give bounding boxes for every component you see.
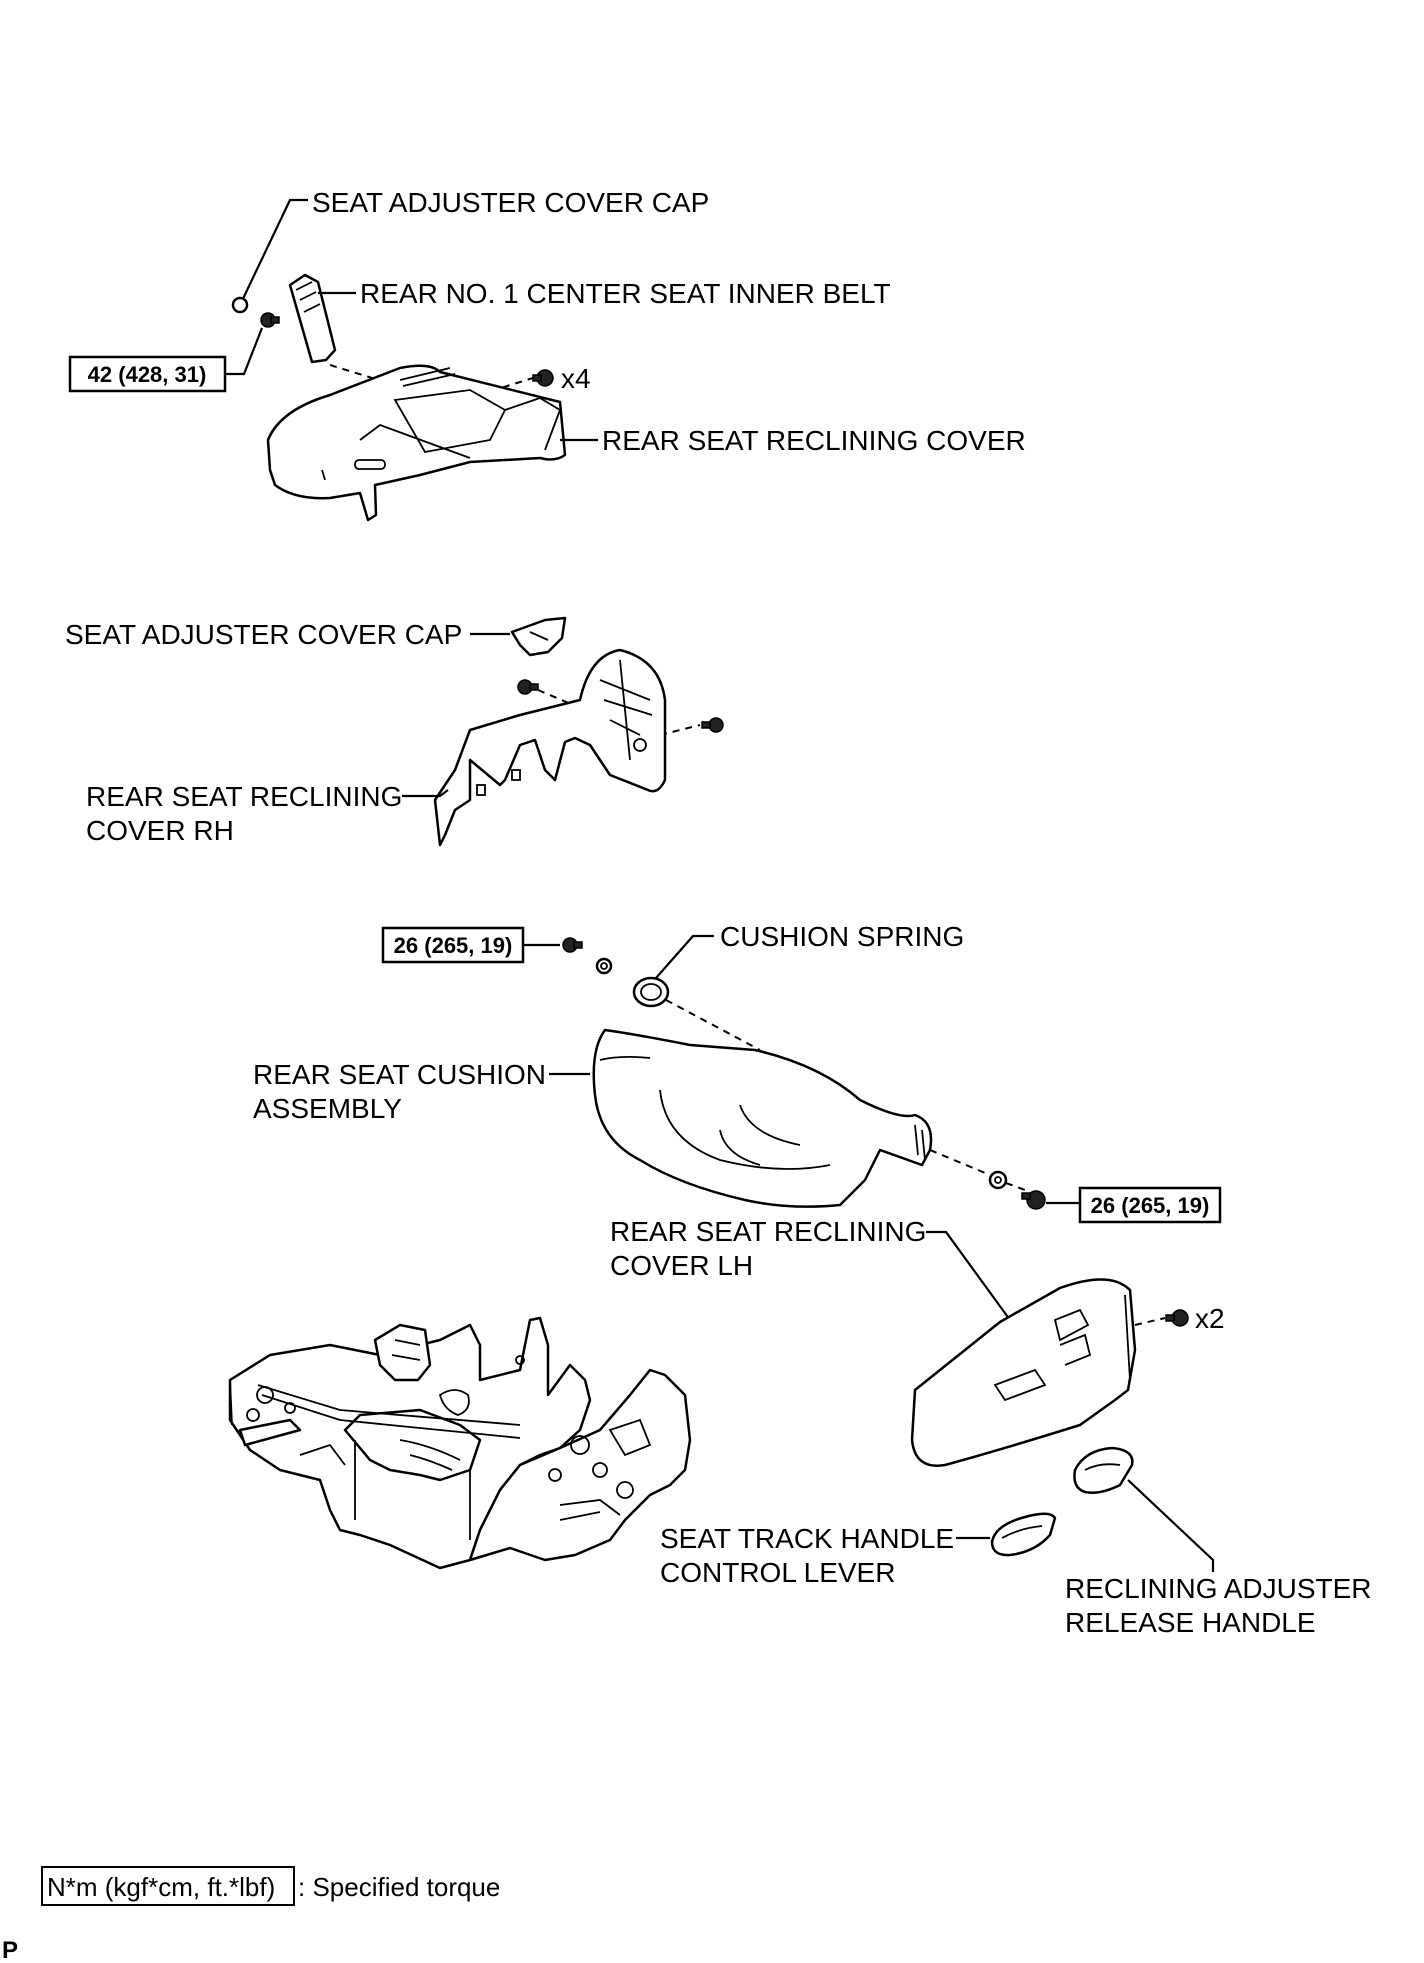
lh-bolts-quantity: x2 bbox=[1195, 1303, 1225, 1334]
rear-seat-reclining-cover-lh-part bbox=[910, 1278, 1137, 1467]
reclining-adjuster-release-handle-callout: RECLINING ADJUSTER RELEASE HANDLE bbox=[1065, 1479, 1372, 1638]
seat-adjuster-cover-cap-top-part bbox=[231, 296, 249, 314]
cushion-spring-label: CUSHION SPRING bbox=[720, 921, 964, 952]
rear-seat-reclining-cover-part bbox=[266, 364, 567, 522]
rh-cover-bolt-right-icon bbox=[701, 717, 724, 733]
torque-box-cushion-left: 26 (265, 19) bbox=[381, 926, 560, 964]
torque-cushion-right-value: 26 (265, 19) bbox=[1091, 1193, 1210, 1218]
torque-top-value: 42 (428, 31) bbox=[88, 362, 207, 387]
seat-track-handle-control-lever-label-line1: SEAT TRACK HANDLE bbox=[660, 1523, 954, 1554]
legend-unit-text: N*m (kgf*cm, ft.*lbf) bbox=[47, 1872, 275, 1902]
rear-seat-cushion-assembly-callout: REAR SEAT CUSHION ASSEMBLY bbox=[253, 1059, 590, 1124]
x4-bolt-icon bbox=[532, 369, 554, 387]
seat-track-handle-control-lever-label-line2: CONTROL LEVER bbox=[660, 1557, 895, 1588]
reclining-adjuster-release-handle-label-line1: RECLINING ADJUSTER bbox=[1065, 1573, 1372, 1604]
rear-seat-reclining-cover-lh-callout: REAR SEAT RECLINING COVER LH bbox=[610, 1216, 1011, 1321]
rear-no1-center-seat-inner-belt-part bbox=[288, 273, 337, 364]
rear-seat-cushion-assembly-label-line1: REAR SEAT CUSHION bbox=[253, 1059, 546, 1090]
reclining-adjuster-release-handle-part bbox=[1073, 1446, 1134, 1494]
cushion-right-washer bbox=[988, 1170, 1008, 1190]
cushion-left-washer bbox=[595, 957, 613, 975]
torque-legend: N*m (kgf*cm, ft.*lbf) : Specified torque bbox=[41, 1866, 500, 1906]
top-bolt-icon bbox=[260, 312, 280, 328]
cushion-spring-part bbox=[632, 976, 670, 1008]
footer-code: P bbox=[2, 1937, 18, 1963]
rear-seat-reclining-cover-rh-callout: REAR SEAT RECLINING COVER RH bbox=[86, 781, 449, 846]
rear-seat-reclining-cover-rh-label-line1: REAR SEAT RECLINING bbox=[86, 781, 402, 812]
seat-adjuster-cover-cap-top-callout: SEAT ADJUSTER COVER CAP bbox=[239, 187, 709, 306]
cushion-left-bolt-icon bbox=[562, 937, 583, 953]
reclining-adjuster-release-handle-label-line2: RELEASE HANDLE bbox=[1065, 1607, 1316, 1638]
rear-no1-center-seat-inner-belt-label: REAR NO. 1 CENTER SEAT INNER BELT bbox=[360, 278, 891, 309]
rear-seat-reclining-cover-rh-label-line2: COVER RH bbox=[86, 815, 234, 846]
seat-adjuster-cover-cap-mid-label: SEAT ADJUSTER COVER CAP bbox=[65, 619, 462, 650]
torque-box-top: 42 (428, 31) bbox=[68, 327, 264, 393]
legend-description: : Specified torque bbox=[298, 1872, 500, 1902]
seat-adjuster-cover-cap-mid-part bbox=[510, 616, 567, 657]
torque-box-cushion-right: 26 (265, 19) bbox=[1046, 1186, 1222, 1224]
seat-track-handle-control-lever-part bbox=[990, 1512, 1057, 1557]
cushion-spring-callout: CUSHION SPRING bbox=[655, 921, 964, 979]
top-bolts-quantity: x4 bbox=[561, 363, 591, 394]
rear-seat-cushion-assembly-label-line2: ASSEMBLY bbox=[253, 1093, 402, 1124]
rear-seat-reclining-cover-callout: REAR SEAT RECLINING COVER bbox=[560, 425, 1026, 456]
seat-track-handle-control-lever-callout: SEAT TRACK HANDLE CONTROL LEVER bbox=[660, 1523, 990, 1588]
rear-seat-reclining-cover-label: REAR SEAT RECLINING COVER bbox=[602, 425, 1026, 456]
rear-seat-reclining-cover-lh-label-line1: REAR SEAT RECLINING bbox=[610, 1216, 926, 1247]
rear-no1-center-seat-inner-belt-callout: REAR NO. 1 CENTER SEAT INNER BELT bbox=[318, 278, 891, 309]
cushion-right-bolt-icon bbox=[1021, 1190, 1046, 1210]
seat-frame-assembly-part bbox=[228, 1316, 692, 1570]
rh-cover-bolt-left-icon bbox=[517, 679, 539, 695]
seat-adjuster-cover-cap-top-label: SEAT ADJUSTER COVER CAP bbox=[312, 187, 709, 218]
rear-seat-reclining-cover-lh-label-line2: COVER LH bbox=[610, 1250, 753, 1281]
rear-seat-reclining-cover-rh-part bbox=[433, 648, 667, 847]
lh-cover-bolt-icon bbox=[1165, 1309, 1189, 1327]
rear-seat-cushion-assembly-part bbox=[592, 1028, 933, 1208]
torque-cushion-left-value: 26 (265, 19) bbox=[394, 933, 513, 958]
seat-adjuster-cover-cap-mid-callout: SEAT ADJUSTER COVER CAP bbox=[65, 619, 510, 650]
